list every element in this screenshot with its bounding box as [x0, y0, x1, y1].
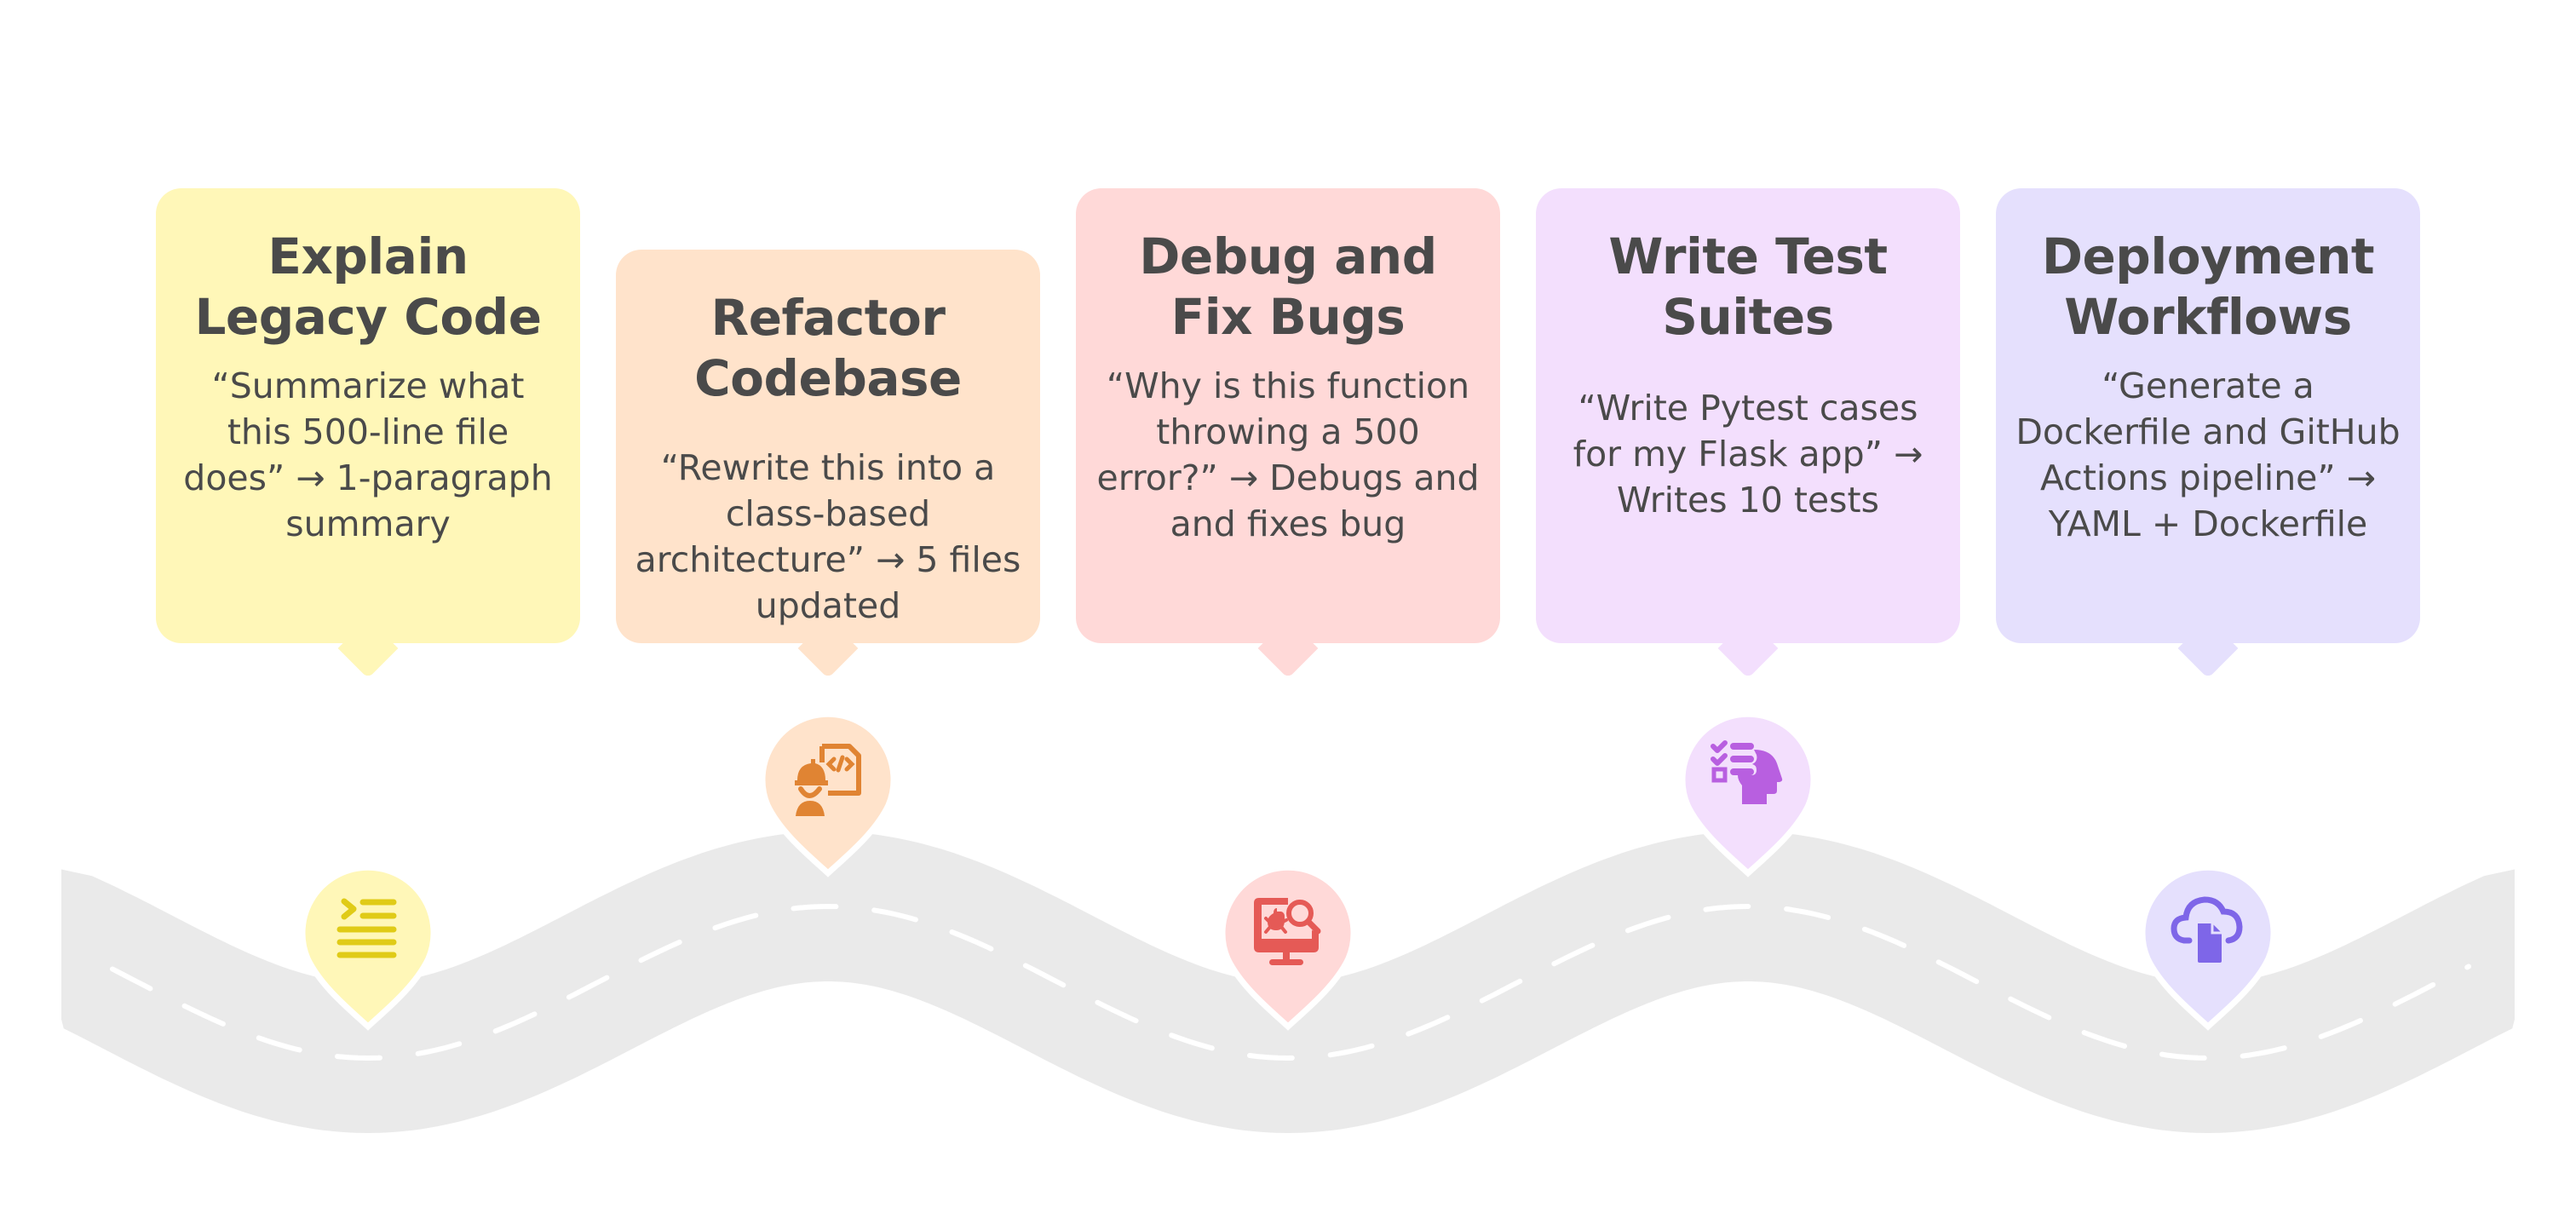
title-line: Workflows — [2064, 288, 2352, 346]
step-description: “Why is this function throwing a 500 err… — [1096, 365, 1480, 544]
step-title: Refactor Codebase — [635, 250, 1021, 409]
road-center-dashes — [110, 903, 2471, 1061]
road-surface — [61, 831, 2515, 1133]
title-line: Refactor — [710, 289, 946, 347]
step-card-write-test-suites: Write Test Suites “Write Pytest cases fo… — [1536, 188, 1960, 679]
step-marker-tests — [1679, 710, 1817, 880]
title-line: Write Test — [1608, 227, 1888, 285]
step-marker-explain — [299, 863, 437, 1033]
step-card-explain-legacy-code: Explain Legacy Code “Summarize what this… — [156, 188, 580, 679]
title-line: Codebase — [694, 349, 962, 407]
title-line: Debug and — [1139, 227, 1437, 285]
developer-code-icon — [795, 744, 861, 816]
step-title: Deployment Workflows — [2015, 188, 2401, 348]
step-marker-refactor — [759, 710, 897, 880]
step-marker-debug — [1219, 863, 1357, 1033]
checklist-head-icon — [1711, 740, 1783, 804]
step-title: Debug and Fix Bugs — [1095, 188, 1481, 348]
title-line: Legacy Code — [194, 288, 542, 346]
step-description: “Write Pytest cases for my Flask app” → … — [1573, 388, 1923, 521]
title-line: Fix Bugs — [1170, 288, 1406, 346]
terminal-list-icon — [336, 898, 397, 958]
step-card-debug-fix-bugs: Debug and Fix Bugs “Why is this function… — [1076, 188, 1500, 679]
step-title: Explain Legacy Code — [175, 188, 561, 348]
step-marker-deploy — [2139, 863, 2277, 1033]
step-description: “Rewrite this into a class-based archite… — [635, 447, 1021, 626]
step-card-refactor-codebase: Refactor Codebase “Rewrite this into a c… — [616, 250, 1040, 679]
bug-search-monitor-icon — [1254, 898, 1321, 965]
step-description: “Generate a Dockerfile and GitHub Action… — [2015, 365, 2401, 544]
cloud-file-icon — [2171, 896, 2243, 963]
title-line: Explain — [267, 227, 469, 285]
step-card-deployment-workflows: Deployment Workflows “Generate a Dockerf… — [1996, 188, 2420, 679]
step-description: “Summarize what this 500-line file does”… — [183, 365, 553, 544]
pin-shape — [299, 864, 437, 1031]
title-line: Suites — [1662, 288, 1834, 346]
step-title: Write Test Suites — [1555, 188, 1941, 348]
title-line: Deployment — [2041, 227, 2375, 285]
